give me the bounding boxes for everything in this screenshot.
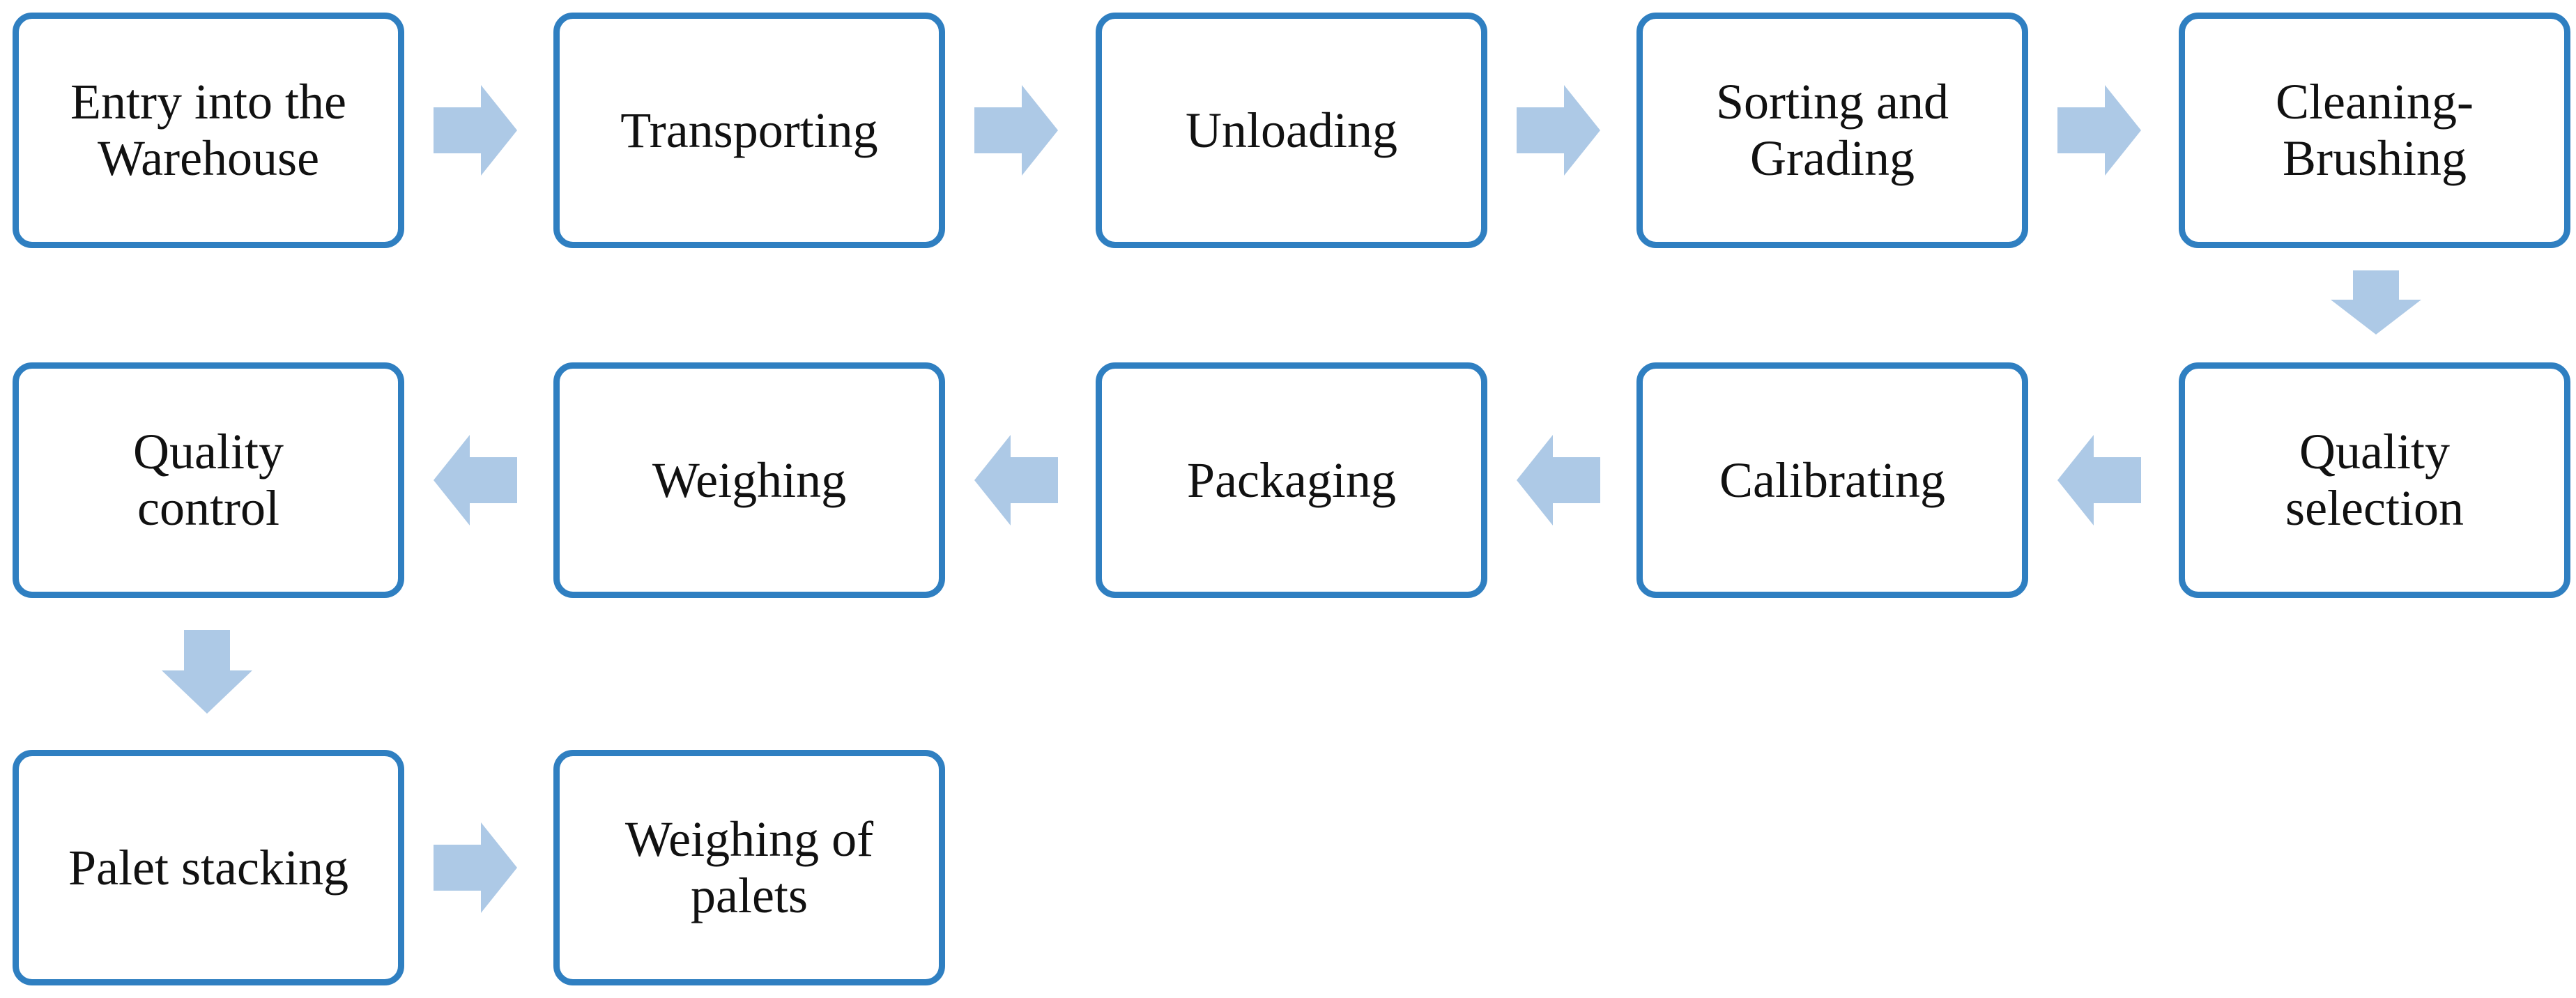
arrow-right-icon <box>2057 85 2141 176</box>
step-label: Sorting and Grading <box>1716 74 1949 186</box>
step-label: Entry into the Warehouse <box>70 74 346 186</box>
arrow-left-icon <box>2057 435 2141 525</box>
step-label: Unloading <box>1186 102 1397 158</box>
step-box-quality-selection: Quality selection <box>2179 362 2570 598</box>
arrow-left-icon <box>974 435 1058 525</box>
step-box-entry-into-warehouse: Entry into the Warehouse <box>13 13 404 248</box>
step-label: Cleaning- Brushing <box>2276 74 2474 186</box>
arrow-right-icon <box>434 85 517 176</box>
step-box-cleaning-brushing: Cleaning- Brushing <box>2179 13 2570 248</box>
arrow-down-icon <box>2331 270 2421 335</box>
step-box-packaging: Packaging <box>1096 362 1487 598</box>
arrow-down-icon <box>162 630 252 714</box>
step-label: Palet stacking <box>68 839 348 896</box>
step-box-palet-stacking: Palet stacking <box>13 750 404 985</box>
step-label: Weighing of palets <box>624 811 874 923</box>
step-label: Quality control <box>133 424 284 536</box>
step-label: Calibrating <box>1719 452 1945 508</box>
arrow-right-icon <box>974 85 1058 176</box>
step-box-unloading: Unloading <box>1096 13 1487 248</box>
step-label: Weighing <box>652 452 847 508</box>
arrow-right-icon <box>434 822 517 913</box>
step-label: Transporting <box>620 102 878 158</box>
step-box-quality-control: Quality control <box>13 362 404 598</box>
step-box-weighing-of-palets: Weighing of palets <box>553 750 945 985</box>
step-box-transporting: Transporting <box>553 13 945 248</box>
arrow-left-icon <box>1517 435 1600 525</box>
step-box-sorting-and-grading: Sorting and Grading <box>1636 13 2028 248</box>
step-box-calibrating: Calibrating <box>1636 362 2028 598</box>
step-label: Quality selection <box>2285 424 2464 536</box>
arrow-left-icon <box>434 435 517 525</box>
step-box-weighing: Weighing <box>553 362 945 598</box>
step-label: Packaging <box>1187 452 1396 508</box>
arrow-right-icon <box>1517 85 1600 176</box>
